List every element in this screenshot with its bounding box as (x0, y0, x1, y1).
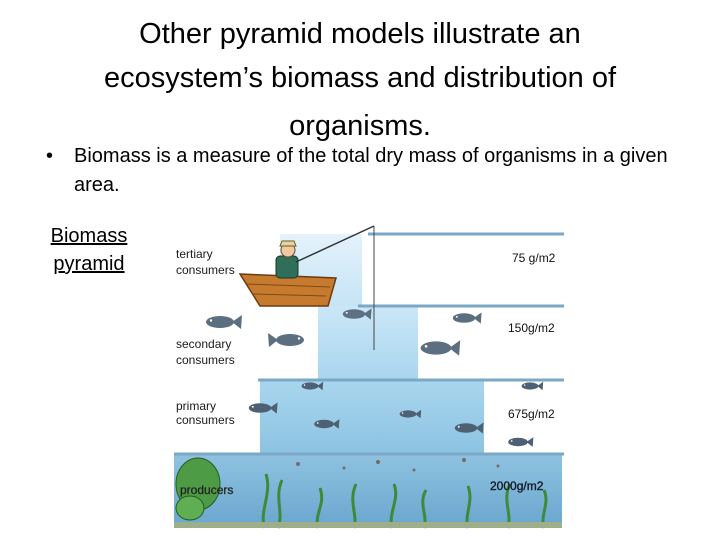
title-line-1: Other pyramid models illustrate an (139, 18, 581, 50)
value-producers: 2000g/m2 (490, 479, 544, 493)
title-line-2: ecosystem’s biomass and distribution of (103, 62, 617, 94)
producer-plants (174, 457, 562, 529)
tier-primary (260, 380, 484, 454)
tier-dividers (174, 232, 564, 456)
title-line-3: organisms. (289, 110, 431, 142)
level-label-secondary-2: consumers (176, 353, 235, 367)
biomass-pyramid-label: Biomass pyramid (34, 222, 144, 278)
boat-illustration (238, 225, 375, 350)
tier-secondary (318, 306, 418, 380)
value-tertiary: 75 g/m2 (512, 251, 556, 265)
side-label-line-2: pyramid (53, 253, 125, 275)
level-label-tertiary-2: consumers (176, 263, 235, 277)
level-label-producers: producers (180, 483, 233, 497)
side-label-line-1: Biomass (50, 225, 128, 247)
level-label-primary-1: primary (176, 399, 216, 413)
value-primary: 675g/m2 (508, 407, 555, 421)
bullet-point: • Biomass is a measure of the total dry … (46, 142, 708, 200)
slide-title: Other pyramid models illustrate an ecosy… (20, 12, 700, 148)
level-label-secondary-1: secondary (176, 337, 231, 351)
value-secondary: 150g/m2 (508, 321, 555, 335)
level-label-primary-2: consumers (176, 413, 235, 427)
bullet-text: Biomass is a measure of the total dry ma… (74, 145, 668, 196)
level-label-tertiary-1: tertiary (176, 247, 213, 261)
biomass-pyramid-figure: tertiary consumers secondary consumers p… (174, 225, 564, 529)
bullet-dot: • (46, 145, 54, 167)
